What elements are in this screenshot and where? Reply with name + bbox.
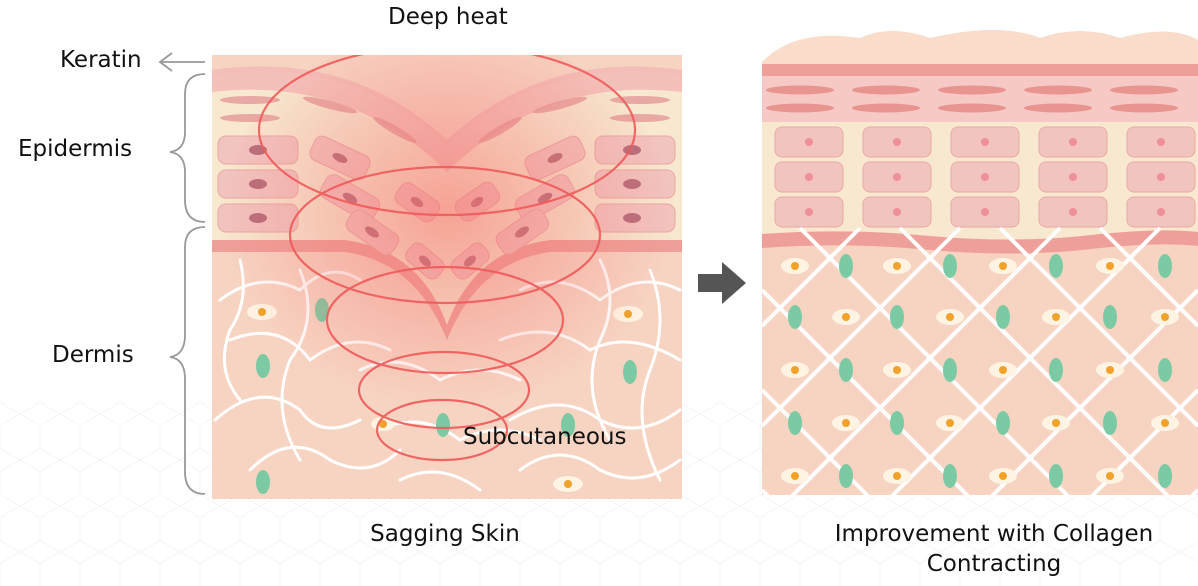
right-arrow-icon [698, 262, 746, 304]
keratin-layer-improved [762, 74, 1198, 122]
heat-glow [217, 30, 677, 430]
right-caption-line2: Contracting [790, 550, 1198, 580]
keratin-pointer-icon [160, 53, 205, 71]
epidermis-label: Epidermis [18, 136, 132, 164]
keratin-label: Keratin [60, 47, 142, 75]
right-caption: Improvement with Collagen Contracting [790, 520, 1198, 580]
subcutaneous-label: Subcutaneous [463, 424, 626, 452]
left-caption: Sagging Skin [330, 520, 560, 550]
improved-skin-illustration [762, 30, 1198, 528]
dermis-label: Dermis [52, 342, 134, 370]
right-caption-line1: Improvement with Collagen [790, 520, 1198, 550]
deep-heat-label: Deep heat [388, 4, 508, 32]
